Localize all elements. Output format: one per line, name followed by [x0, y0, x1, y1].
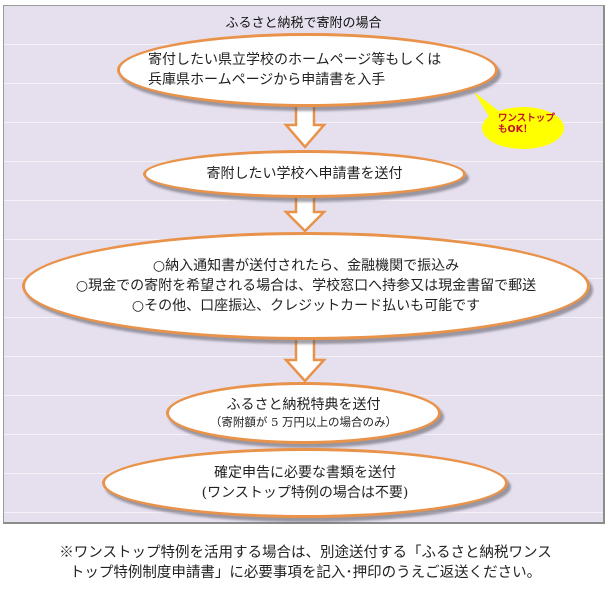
step-5-send-tax-documents: 確定申告に必要な書類を送付 (ワンストップ特例の場合は不要): [102, 448, 508, 518]
speech-bubble-icon: [474, 92, 564, 149]
step-4-line-1: ふるさと納税特典を送付: [226, 397, 381, 414]
step-4-send-benefit: ふるさと納税特典を送付 （寄附額が 5 万円以上の場合のみ）: [166, 382, 441, 444]
down-arrow-icon: [282, 198, 328, 233]
step-3-payment: ○納入通知書が送付されたら、金融機関で振込み ○現金での寄附を希望される場合は、…: [22, 232, 590, 340]
footnote: ※ワンストップ特例を活用する場合は、別途送付する「ふるさと納税ワンス トップ特例…: [0, 543, 611, 584]
footnote-line-2: トップ特例制度申請書」に必要事項を記入･押印のうえご返送ください。: [69, 565, 542, 582]
footnote-line-1: ※ワンストップ特例を活用する場合は、別途送付する「ふるさと納税ワンス: [59, 545, 552, 561]
step-2-line-1: 寄附したい学校へ申請書を送付: [206, 165, 403, 182]
step-2-send-application: 寄附したい学校へ申請書を送付: [143, 150, 466, 198]
step-5-line-2: (ワンストップ特例の場合は不要): [201, 485, 409, 501]
step-5-line-1: 確定申告に必要な書類を送付: [214, 464, 396, 481]
down-arrow-icon: [283, 340, 327, 383]
step-1-line-2: 兵庫県ホームページから申請書を入手: [148, 72, 386, 88]
step-3-line-3: ○その他、口座振込、クレジットカード払いも可能です: [131, 298, 481, 315]
step-4-line-2: （寄附額が 5 万円以上の場合のみ）: [209, 414, 398, 429]
step-1-obtain-application: 寄付したい県立学校のホームページ等もしくは 兵庫県ホームページから申請書を入手: [117, 33, 498, 107]
one-stop-callout: ワンストップ もOK！: [498, 113, 555, 136]
step-1-line-1: 寄付したい県立学校のホームページ等もしくは: [148, 51, 442, 68]
down-arrow-icon: [283, 107, 327, 149]
callout-line-1: ワンストップ: [498, 113, 555, 124]
callout-line-2: もOK！: [498, 123, 533, 135]
diagram-title: ふるさと納税で寄附の場合: [225, 16, 382, 31]
step-3-line-2: ○現金での寄附を希望される場合は、学校窓口へ持参又は現金書留で郵送: [75, 277, 537, 294]
step-3-line-1: ○納入通知書が送付されたら、金融機関で振込み: [152, 257, 460, 274]
